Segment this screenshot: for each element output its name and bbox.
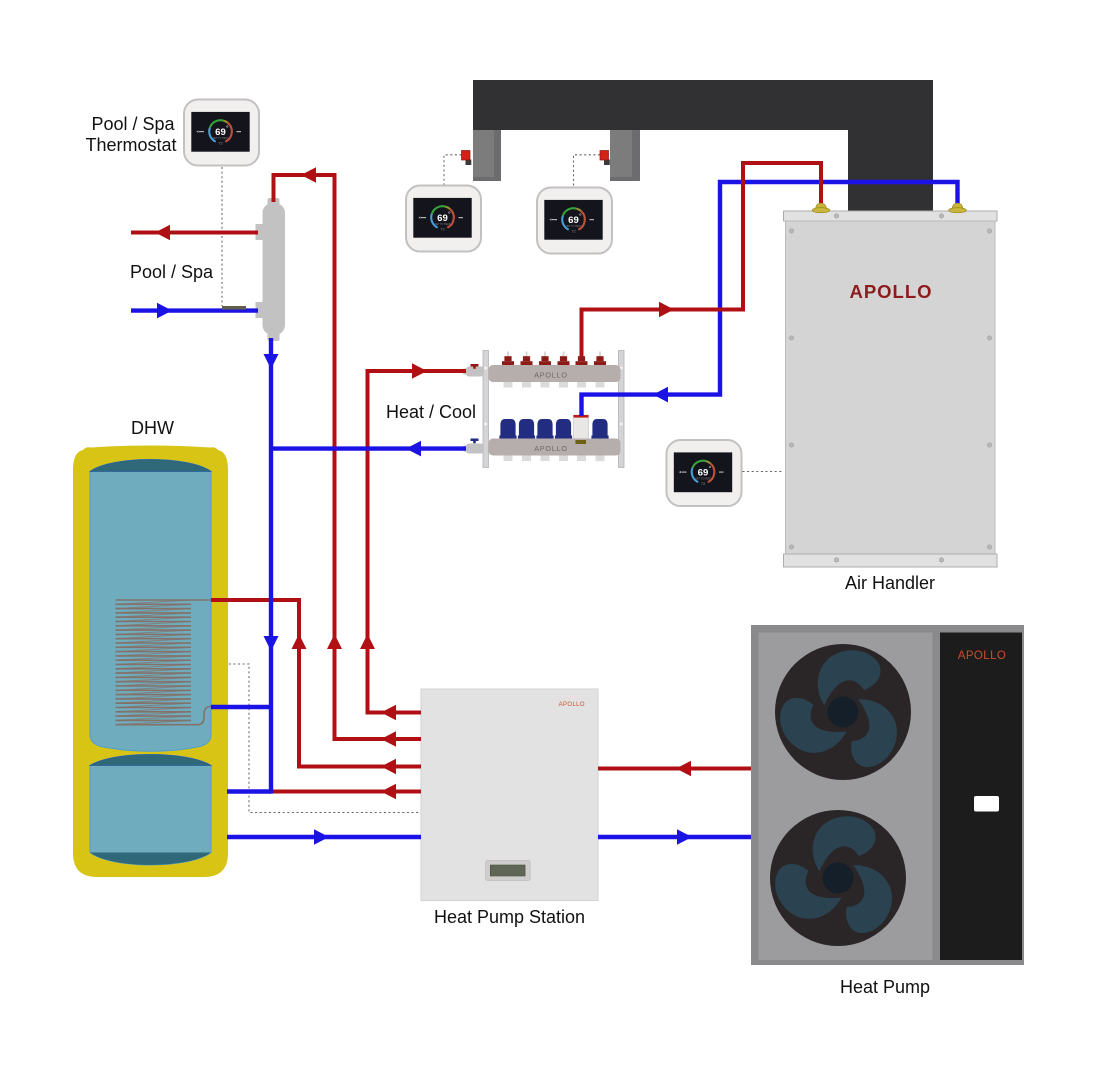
svg-text:APOLLO: APOLLO [534, 371, 568, 380]
svg-text:APOLLO: APOLLO [958, 650, 1006, 662]
svg-text:APOLLO: APOLLO [534, 444, 568, 453]
svg-text:Heat Pump Station: Heat Pump Station [434, 907, 585, 927]
svg-text:Heat / Cool: Heat / Cool [386, 402, 476, 422]
svg-text:Air Handler: Air Handler [845, 573, 935, 593]
svg-text:APOLLO: APOLLO [849, 281, 932, 302]
svg-text:APOLLO: APOLLO [559, 702, 585, 708]
svg-text:DHW: DHW [131, 418, 174, 438]
svg-text:Heat Pump: Heat Pump [840, 977, 930, 997]
svg-text:Pool / Spa: Pool / Spa [130, 262, 214, 282]
svg-text:Thermostat: Thermostat [85, 135, 176, 155]
svg-text:Pool / Spa: Pool / Spa [91, 114, 175, 134]
